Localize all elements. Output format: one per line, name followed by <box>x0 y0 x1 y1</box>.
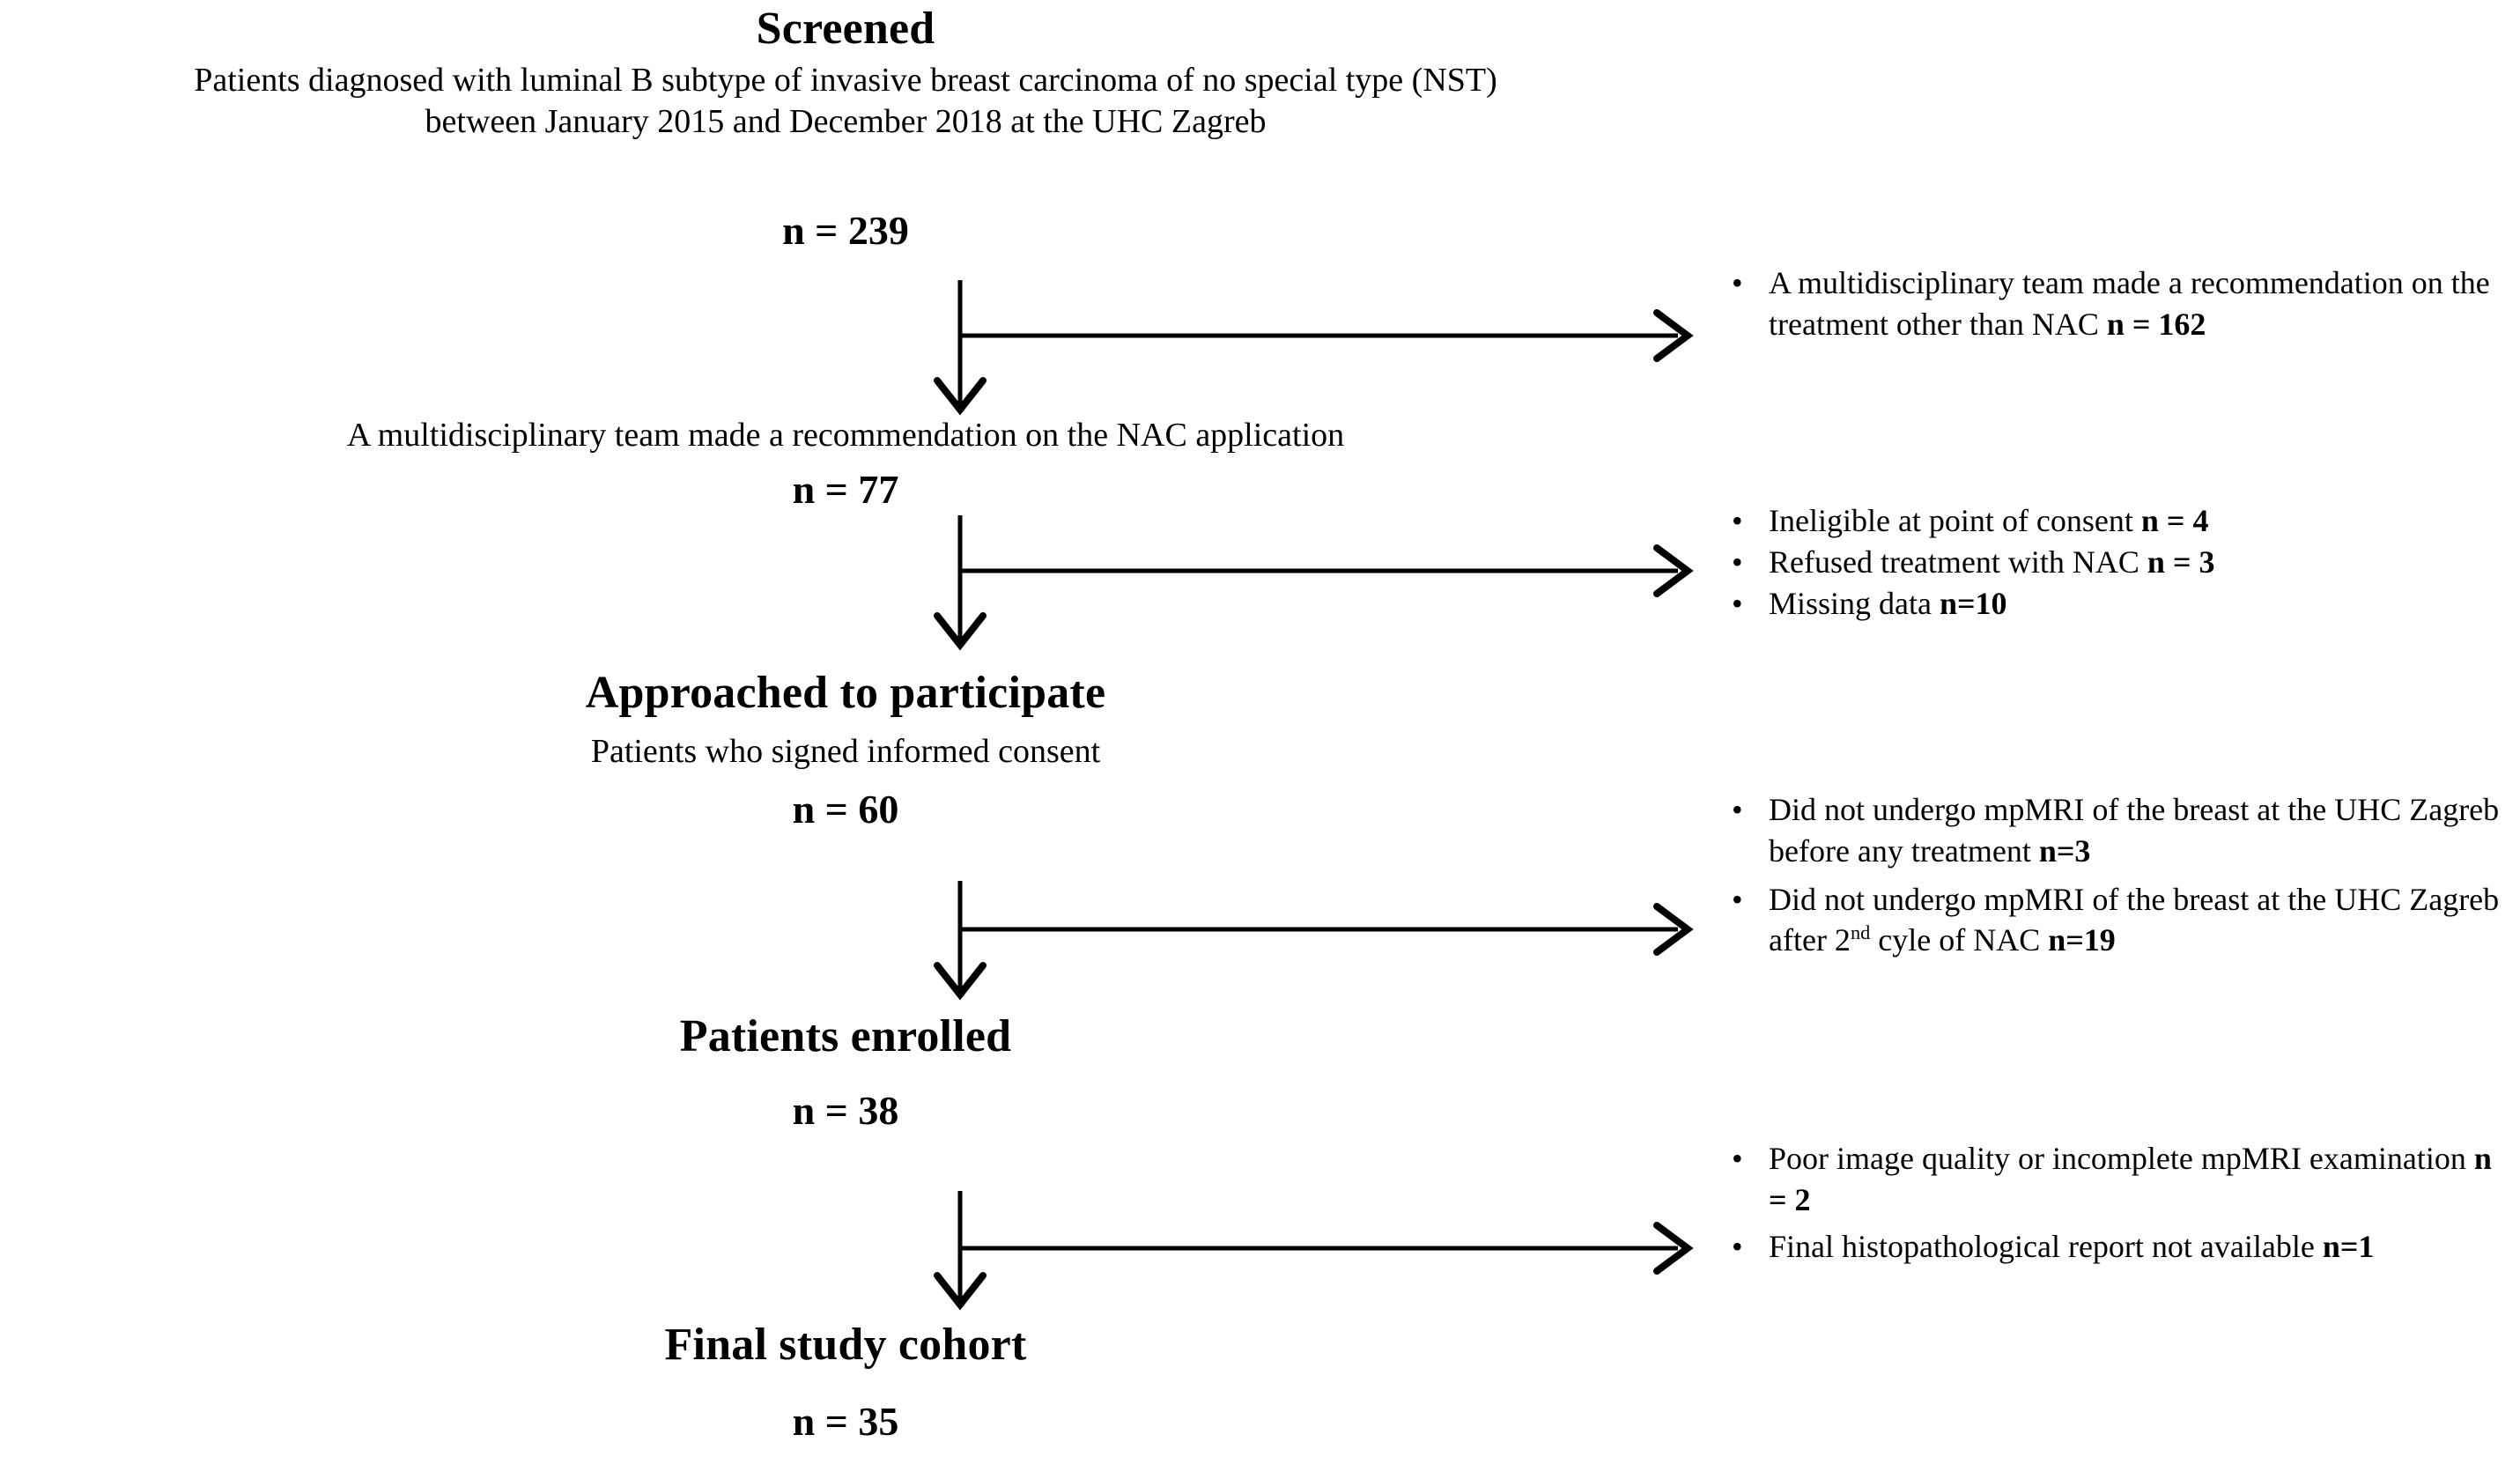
list-item: • Poor image quality or incomplete mpMRI… <box>1725 1138 2500 1221</box>
exclusion-item-text: Did not undergo mpMRI of the breast at t… <box>1769 879 2500 962</box>
node-approached-title-text: Approached to participate <box>585 668 1106 718</box>
list-item: • Final histopathological report not ava… <box>1725 1226 2500 1268</box>
exclusion-item-text: Missing data n=10 <box>1769 583 2500 625</box>
exclusion-item-text: Poor image quality or incomplete mpMRI e… <box>1769 1138 2500 1221</box>
node-approached-title: Approached to participate <box>0 668 1691 719</box>
exclusion-item-ordinal-suffix: nd <box>1850 921 1871 944</box>
list-item: • Did not undergo mpMRI of the breast at… <box>1725 879 2500 962</box>
node-mdt-nac-subtitle-text: A multidisciplinary team made a recommen… <box>346 417 1345 454</box>
exclusion-item-description-continued: cyle of NAC <box>1870 922 2049 958</box>
node-enrolled-title: Patients enrolled <box>0 1011 1691 1062</box>
bullet-icon: • <box>1732 881 1743 917</box>
connector-2 <box>0 515 1726 665</box>
exclusion-item-text: Ineligible at point of consent n = 4 <box>1769 500 2500 542</box>
exclusion-item-count: n=1 <box>2322 1228 2375 1264</box>
exclusion-item-text: A multidisciplinary team made a recommen… <box>1769 263 2500 345</box>
bullet-icon: • <box>1732 503 1743 538</box>
exclusion-item-description: Final histopathological report not avail… <box>1769 1228 2323 1264</box>
node-screened-subtitle-text-2: between January 2015 and December 2018 a… <box>425 103 1267 140</box>
bullet-icon: • <box>1732 585 1743 621</box>
node-approached-subtitle-text: Patients who signed informed consent <box>590 733 1101 770</box>
node-approached-n: n = 60 <box>792 787 899 832</box>
node-mdt-nac-subtitle: A multidisciplinary team made a recommen… <box>0 415 1691 455</box>
node-final-cohort-title-text: Final study cohort <box>664 1320 1027 1370</box>
exclusion-item-text: Refused treatment with NAC n = 3 <box>1769 542 2500 583</box>
exclusion-item-description: Refused treatment with NAC <box>1769 544 2147 580</box>
connector-3 <box>0 881 1726 1031</box>
node-enrolled-count: n = 38 <box>0 1088 1691 1135</box>
list-item: • Did not undergo mpMRI of the breast at… <box>1725 789 2500 872</box>
list-item: • A multidisciplinary team made a recomm… <box>1725 263 2500 345</box>
exclusion-item-count: n = 3 <box>2147 544 2215 580</box>
connector-1 <box>0 280 1726 430</box>
node-enrolled-title-text: Patients enrolled <box>679 1011 1012 1061</box>
exclusion-item-text: Did not undergo mpMRI of the breast at t… <box>1769 789 2500 872</box>
node-final-cohort-n: n = 35 <box>792 1399 899 1444</box>
node-approached-subtitle: Patients who signed informed consent <box>0 731 1691 772</box>
list-item: • Ineligible at point of consent n = 4 <box>1725 500 2500 542</box>
exclusion-group-1: • A multidisciplinary team made a recomm… <box>1725 263 2500 345</box>
node-final-cohort-count: n = 35 <box>0 1399 1691 1446</box>
exclusion-item-count: n = 2 <box>1769 1141 2492 1217</box>
exclusion-item-description: Ineligible at point of consent <box>1769 503 2141 538</box>
exclusion-item-count: n=19 <box>2048 922 2116 958</box>
node-screened-title: Screened <box>756 4 935 54</box>
exclusion-item-description: A multidisciplinary team made a recommen… <box>1769 265 2490 342</box>
bullet-icon: • <box>1732 1141 1743 1176</box>
node-approached-count: n = 60 <box>0 787 1691 833</box>
node-enrolled-n: n = 38 <box>792 1088 899 1133</box>
exclusion-item-count: n=10 <box>1940 585 2007 621</box>
bullet-icon: • <box>1732 265 1743 300</box>
exclusion-group-2: • Ineligible at point of consent n = 4 •… <box>1725 500 2500 624</box>
bullet-icon: • <box>1732 1228 1743 1264</box>
node-screened-subtitle-line1: Patients diagnosed with luminal B subtyp… <box>0 60 1691 100</box>
exclusion-item-count: n = 4 <box>2140 503 2209 538</box>
exclusion-item-description: Did not undergo mpMRI of the breast at t… <box>1769 792 2500 869</box>
node-mdt-nac-n: n = 77 <box>792 467 899 512</box>
node-screened-subtitle-text-1: Patients diagnosed with luminal B subtyp… <box>194 62 1497 99</box>
exclusion-item-count: n=3 <box>2038 832 2091 869</box>
list-item: • Missing data n=10 <box>1725 583 2500 625</box>
exclusion-item-description: Missing data <box>1769 585 1940 621</box>
exclusion-group-3: • Did not undergo mpMRI of the breast at… <box>1725 789 2500 961</box>
bullet-icon: • <box>1732 792 1743 827</box>
node-screened-subtitle-line2: between January 2015 and December 2018 a… <box>0 101 1691 142</box>
list-item: • Refused treatment with NAC n = 3 <box>1725 542 2500 583</box>
node-final-cohort-title: Final study cohort <box>0 1320 1691 1371</box>
exclusion-item-description: Poor image quality or incomplete mpMRI e… <box>1769 1141 2474 1176</box>
exclusion-item-description: Did not undergo mpMRI of the breast at t… <box>1769 881 2500 958</box>
exclusion-group-4: • Poor image quality or incomplete mpMRI… <box>1725 1138 2500 1267</box>
exclusion-item-count: n = 162 <box>2106 306 2206 342</box>
node-mdt-nac-count: n = 77 <box>0 467 1691 514</box>
node-screened-n: n = 239 <box>782 208 909 253</box>
node-screened: Screened <box>0 4 1691 55</box>
exclusion-item-text: Final histopathological report not avail… <box>1769 1226 2500 1268</box>
connector-4 <box>0 1191 1726 1341</box>
node-screened-count: n = 239 <box>0 208 1691 255</box>
bullet-icon: • <box>1732 544 1743 580</box>
